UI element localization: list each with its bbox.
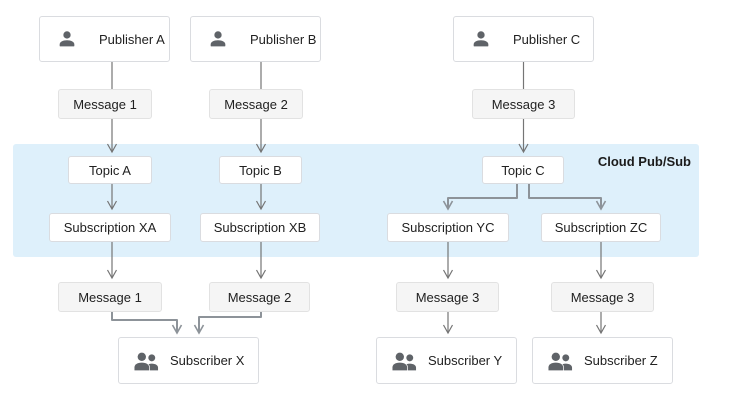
publisher-b-label: Publisher B — [250, 31, 317, 47]
subscription-yc-box: Subscription YC — [387, 213, 509, 242]
person-icon — [470, 28, 492, 50]
publisher-a-box: Publisher A — [39, 16, 170, 62]
message-2-lower-box: Message 2 — [209, 282, 310, 312]
subscriber-x-box: Subscriber X — [118, 337, 259, 384]
topic-b-box: Topic B — [219, 156, 302, 184]
region-label: Cloud Pub/Sub — [597, 154, 691, 169]
person-icon — [56, 28, 78, 50]
message-1-upper-box: Message 1 — [58, 89, 152, 119]
subscriber-z-label: Subscriber Z — [584, 353, 658, 368]
subscription-xb-box: Subscription XB — [200, 213, 320, 242]
message-3-lower-left-box: Message 3 — [396, 282, 499, 312]
message-2-upper-box: Message 2 — [209, 89, 303, 119]
people-icon — [547, 350, 573, 372]
message-3-lower-right-box: Message 3 — [551, 282, 654, 312]
subscriber-x-label: Subscriber X — [170, 353, 245, 368]
person-icon — [207, 28, 229, 50]
people-icon — [391, 350, 417, 372]
publisher-b-box: Publisher B — [190, 16, 321, 62]
publisher-c-label: Publisher C — [513, 31, 581, 47]
people-icon — [133, 350, 159, 372]
subscription-zc-box: Subscription ZC — [541, 213, 661, 242]
publisher-a-label: Publisher A — [99, 31, 165, 47]
subscriber-z-box: Subscriber Z — [532, 337, 673, 384]
publisher-c-box: Publisher C — [453, 16, 594, 62]
subscription-xa-box: Subscription XA — [49, 213, 171, 242]
topic-a-box: Topic A — [68, 156, 152, 184]
message-3-upper-box: Message 3 — [472, 89, 575, 119]
subscriber-y-box: Subscriber Y — [376, 337, 517, 384]
topic-c-box: Topic C — [482, 156, 564, 184]
subscriber-y-label: Subscriber Y — [428, 353, 503, 368]
message-1-lower-box: Message 1 — [58, 282, 162, 312]
